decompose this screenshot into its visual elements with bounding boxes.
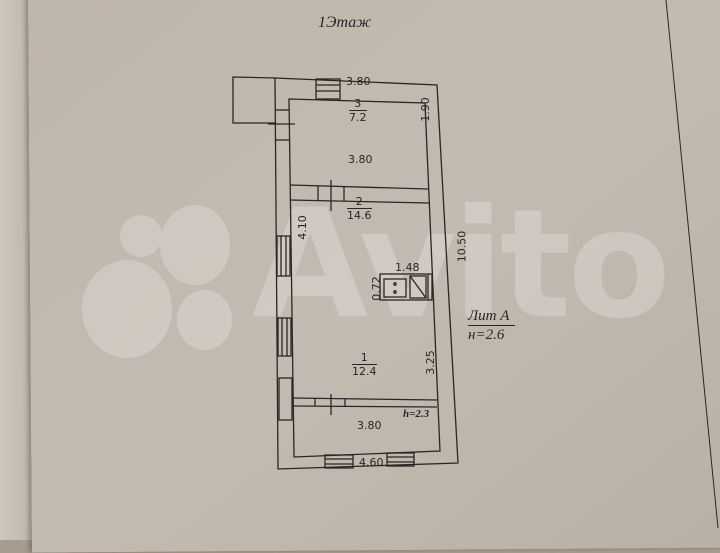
stove-icon <box>409 275 427 299</box>
room-3-label: 3 7.2 <box>349 97 367 125</box>
dim-room2-side: 4.10 <box>295 215 309 240</box>
building-label: Лит А н=2.6 <box>468 308 516 345</box>
inner-wall <box>288 98 441 458</box>
dim-kitchen-depth: 0.72 <box>369 276 383 301</box>
building-height: н=2.6 <box>468 327 505 344</box>
room-height-note: h=2.3 <box>403 408 430 420</box>
dim-room3-side: 1.90 <box>418 97 432 122</box>
dim-total-length: 10.50 <box>455 230 469 263</box>
dim-total-width: 4.60 <box>359 456 384 469</box>
dim-room1-side: 3.25 <box>423 350 437 375</box>
sink-icon <box>383 278 407 298</box>
outer-wall <box>274 77 459 470</box>
room-1-label: 1 12.4 <box>352 351 377 379</box>
building-letter: Лит А <box>468 308 516 327</box>
dim-room3-top: 3.80 <box>346 75 371 88</box>
floor-plan <box>232 0 719 529</box>
dim-room2-top: 3.80 <box>348 153 373 166</box>
page-frame-line <box>665 0 719 529</box>
porch-annex <box>232 76 276 124</box>
room-2-label: 2 14.6 <box>347 195 372 223</box>
dim-kitchen-width: 1.48 <box>395 261 420 274</box>
dim-room1-bottom: 3.80 <box>357 419 382 432</box>
floor-title: 1Этаж <box>318 14 372 31</box>
kitchen-unit <box>379 273 433 301</box>
